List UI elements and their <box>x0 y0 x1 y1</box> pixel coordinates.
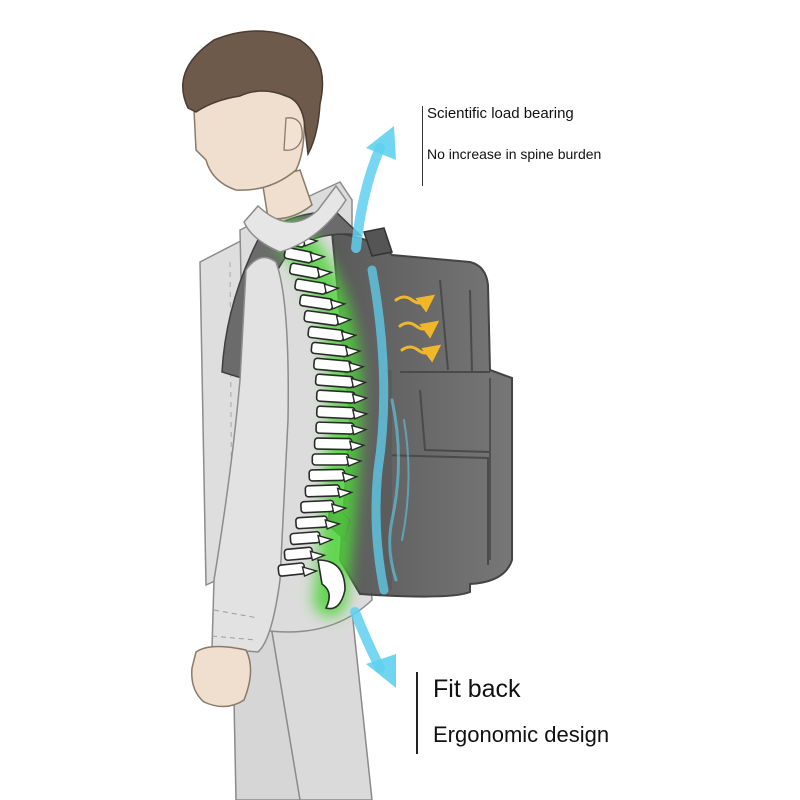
vertebra-process <box>330 503 348 515</box>
airflow-lines <box>367 265 410 595</box>
vertebra <box>295 515 329 530</box>
vertebra-process <box>350 424 368 436</box>
vertebra <box>314 373 355 389</box>
vertebra <box>315 389 356 404</box>
callout-fit-back: Fit back Ergonomic design <box>416 672 676 754</box>
vertebra <box>308 468 346 482</box>
vertebra-process <box>350 377 368 389</box>
callout-fit-back-detail: Ergonomic design <box>433 722 610 747</box>
callout-load-bearing: Scientific load bearing No increase in s… <box>422 106 642 186</box>
vertebra-process <box>351 393 369 405</box>
vertebra <box>311 453 350 466</box>
vertebra <box>283 546 314 562</box>
callout-fit-back-heading: Fit back <box>433 675 521 703</box>
vertebra-process <box>309 550 327 562</box>
spine-glow <box>273 218 363 617</box>
vertebra <box>304 484 341 498</box>
vertebra-process <box>329 298 347 310</box>
vertebra-process <box>301 566 319 577</box>
callout-load-bearing-detail: No increase in spine burden <box>427 146 602 162</box>
ventilation-arrows <box>394 294 442 363</box>
vertebra-process <box>309 251 327 263</box>
ear <box>283 117 303 151</box>
vertebra-process <box>336 487 354 499</box>
hand <box>191 645 252 708</box>
vertebra-process <box>340 330 358 342</box>
arm-sleeve <box>211 256 289 653</box>
vertebra <box>300 499 335 514</box>
vertebra-process <box>344 346 362 357</box>
vertebra-process <box>345 456 363 467</box>
callout-load-bearing-heading: Scientific load bearing <box>427 105 574 122</box>
load-arrow-up <box>351 126 396 253</box>
vertebra-process <box>351 408 369 420</box>
shirt-collar <box>243 184 347 253</box>
fit-arrow-down <box>350 607 396 688</box>
vertebra <box>312 357 353 373</box>
vertebra <box>277 562 306 577</box>
vertebra <box>315 421 355 435</box>
vertebra-process <box>317 534 335 546</box>
vertebra-process <box>341 471 359 483</box>
vertebra-process <box>323 283 341 295</box>
spine-vertebrae <box>277 231 369 610</box>
tailbone <box>317 559 346 610</box>
vertebra-process <box>348 440 366 452</box>
vertebra-process <box>324 518 342 530</box>
vertebra-process <box>316 267 334 279</box>
hair <box>182 30 324 157</box>
vertebra <box>313 437 353 451</box>
vertebra-process <box>335 314 353 326</box>
vertebra <box>315 405 356 420</box>
vertebra-process <box>348 361 366 373</box>
vertebra <box>289 530 321 546</box>
